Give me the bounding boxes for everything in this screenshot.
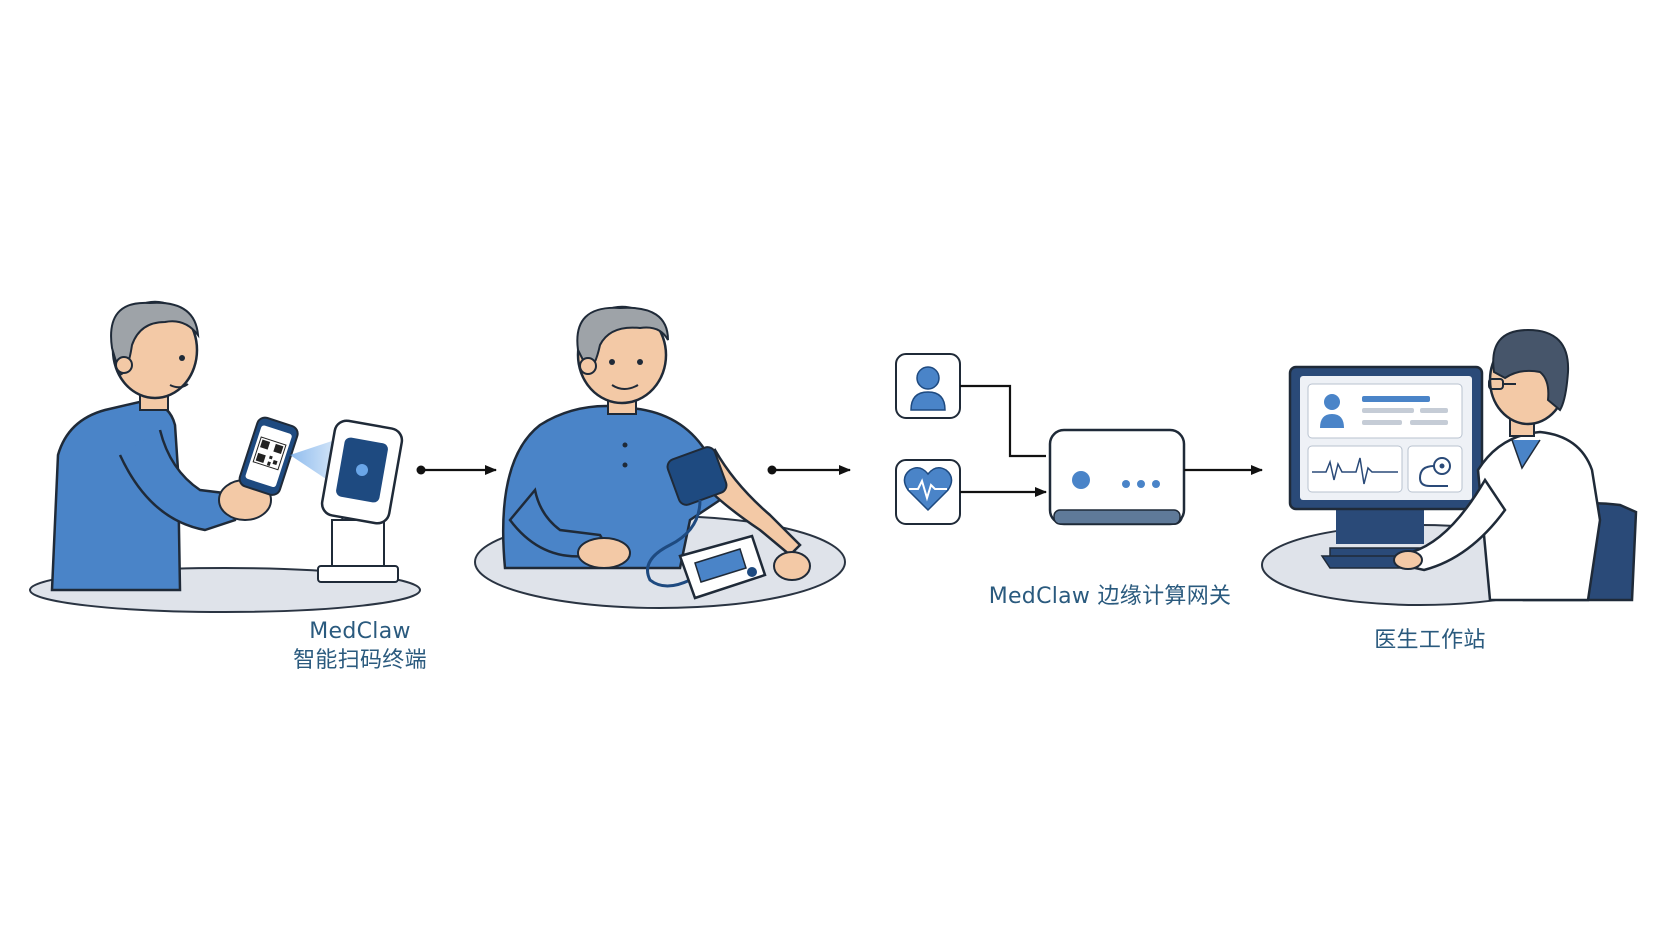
patient-hair [576,306,669,372]
stethoscope-icon [1407,445,1463,493]
connector-user-to-gateway [960,384,1046,458]
bp-tube [646,499,702,588]
qr-scanner-terminal-icon [317,419,404,583]
caption-doctor-workstation: 医生工作站 [1374,628,1486,653]
scene-edge-gateway [895,353,1186,526]
caption-terminal-desc: 智能扫码终端 [293,648,427,673]
doctor-torso [1476,430,1602,602]
blood-pressure-monitor-icon [678,534,767,600]
smartphone-qr-icon [238,416,299,496]
heart-pulse-icon [895,459,961,525]
patient-hair [110,301,200,377]
scene-patient-scan [29,300,421,613]
scene-blood-pressure [474,305,846,609]
arrow-step-1 [416,465,497,475]
ecg-waveform-icon [1307,445,1403,493]
patient-arm [118,429,242,532]
arrow-step-2 [767,465,851,475]
bp-cuff [666,446,728,506]
doctor-hair [1492,328,1570,412]
doctor-workstation-icon [1288,365,1484,559]
caption-terminal-brand: MedClaw [309,619,411,644]
caption-edge-gateway: MedClaw 边缘计算网关 [988,584,1232,609]
scene-doctor-workstation [1261,328,1638,606]
user-profile-icon [895,353,961,419]
edge-gateway-box-icon [1048,428,1186,526]
caption-smart-scan-terminal: MedClaw 智能扫码终端 [220,617,500,675]
